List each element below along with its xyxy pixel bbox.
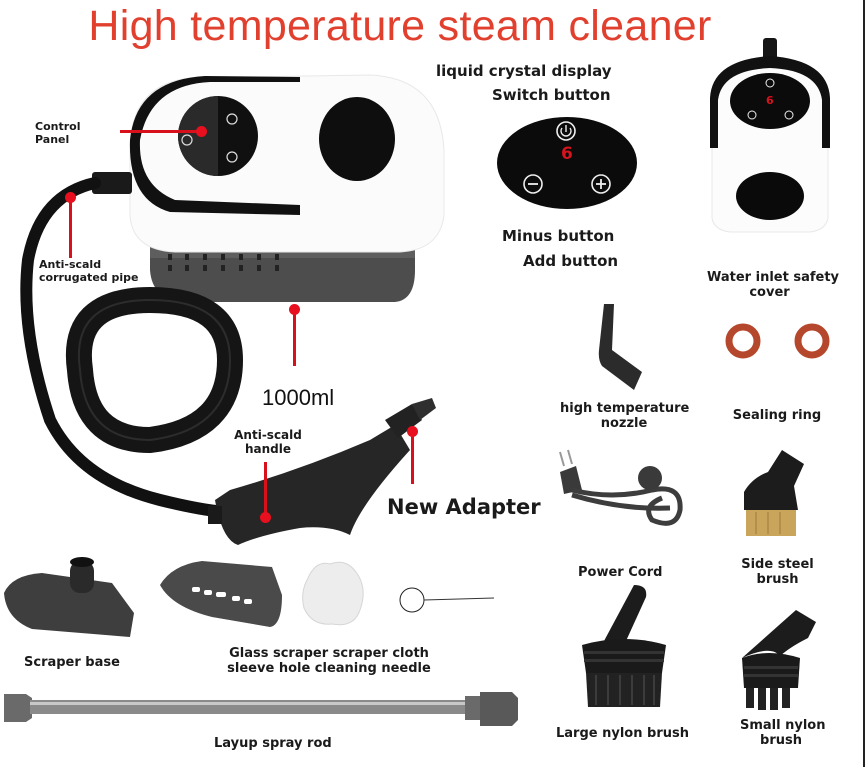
label-side-steel-line2: brush bbox=[756, 572, 799, 587]
minus-icon bbox=[523, 174, 543, 194]
label-handle-line1: Anti-scald bbox=[234, 428, 302, 442]
label-lcd: liquid crystal display bbox=[436, 62, 612, 80]
label-glass-scraper-line2: sleeve hole cleaning needle bbox=[227, 661, 431, 676]
label-small-nylon-brush: Small nylon brush bbox=[740, 718, 826, 748]
label-control-panel: Control Panel bbox=[35, 120, 80, 146]
glass-scraper-image bbox=[160, 561, 282, 627]
label-capacity: 1000ml bbox=[262, 385, 335, 410]
leader-tank bbox=[293, 308, 296, 366]
large-nylon-brush-image bbox=[582, 585, 666, 707]
scraper-base-image bbox=[4, 557, 134, 637]
label-scraper-base: Scraper base bbox=[24, 655, 120, 670]
control-panel-closeup bbox=[497, 117, 637, 209]
leader-pipe bbox=[69, 198, 72, 258]
label-side-steel-line1: Side steel bbox=[741, 557, 814, 572]
label-nozzle-line2: nozzle bbox=[600, 416, 648, 431]
label-new-adapter: New Adapter bbox=[387, 495, 541, 519]
label-side-steel-brush: Side steel brush bbox=[740, 557, 815, 587]
label-glass-scraper-group: Glass scraper scraper cloth sleeve hole … bbox=[218, 646, 440, 676]
small-nylon-brush-image bbox=[742, 610, 816, 710]
label-add-button: Add button bbox=[523, 252, 619, 270]
label-nozzle: high temperature nozzle bbox=[560, 401, 690, 431]
spray-rod-image bbox=[4, 692, 518, 726]
label-minus-button: Minus button bbox=[502, 227, 615, 245]
marker-tank bbox=[289, 304, 300, 315]
label-anti-scald-handle: Anti-scald handle bbox=[230, 428, 306, 456]
label-spray-rod: Layup spray rod bbox=[214, 736, 332, 751]
cleaning-needle-image bbox=[399, 587, 495, 613]
marker-pipe bbox=[65, 192, 76, 203]
cloth-sleeve-image bbox=[302, 561, 364, 626]
marker-adapter bbox=[407, 426, 418, 437]
label-switch-button: Switch button bbox=[492, 86, 611, 104]
page-title: High temperature steam cleaner bbox=[88, 2, 712, 50]
nozzle-image bbox=[598, 304, 642, 390]
label-water-inlet-line2: cover bbox=[749, 285, 790, 300]
label-small-nylon-line2: brush bbox=[760, 733, 802, 748]
power-cord-image bbox=[559, 449, 683, 526]
svg-text:6: 6 bbox=[766, 94, 774, 107]
corrugated-hose bbox=[20, 177, 231, 518]
unit-top-view: 6 bbox=[710, 38, 830, 233]
label-nozzle-line1: high temperature bbox=[560, 401, 690, 416]
marker-handle bbox=[260, 512, 271, 523]
label-water-inlet-line1: Water inlet safety bbox=[707, 270, 840, 285]
label-sealing-ring: Sealing ring bbox=[732, 408, 822, 423]
label-handle-line2: handle bbox=[244, 442, 292, 456]
leader-control-panel bbox=[120, 130, 202, 133]
label-glass-scraper-line1: Glass scraper scraper cloth bbox=[229, 646, 429, 661]
leader-adapter bbox=[411, 432, 414, 484]
label-small-nylon-line1: Small nylon bbox=[740, 718, 826, 733]
image-border bbox=[863, 0, 865, 767]
label-pipe-line1: Anti-scald bbox=[39, 258, 102, 271]
label-pipe-line2: corrugated pipe bbox=[39, 271, 139, 284]
label-control-panel-line2: Panel bbox=[35, 133, 70, 146]
label-power-cord: Power Cord bbox=[578, 565, 663, 580]
display-value: 6 bbox=[561, 144, 573, 164]
label-control-panel-line1: Control bbox=[35, 120, 81, 133]
plus-icon bbox=[591, 174, 611, 194]
side-steel-brush-image bbox=[744, 450, 804, 536]
label-water-inlet-cover: Water inlet safety cover bbox=[707, 270, 840, 300]
leader-handle bbox=[264, 462, 267, 518]
sealing-rings-image bbox=[725, 323, 830, 359]
label-large-nylon-brush: Large nylon brush bbox=[556, 726, 689, 741]
marker-control-panel bbox=[196, 126, 207, 137]
label-corrugated-pipe: Anti-scald corrugated pipe bbox=[39, 258, 138, 284]
power-icon bbox=[556, 121, 576, 141]
water-inlet bbox=[319, 97, 395, 181]
